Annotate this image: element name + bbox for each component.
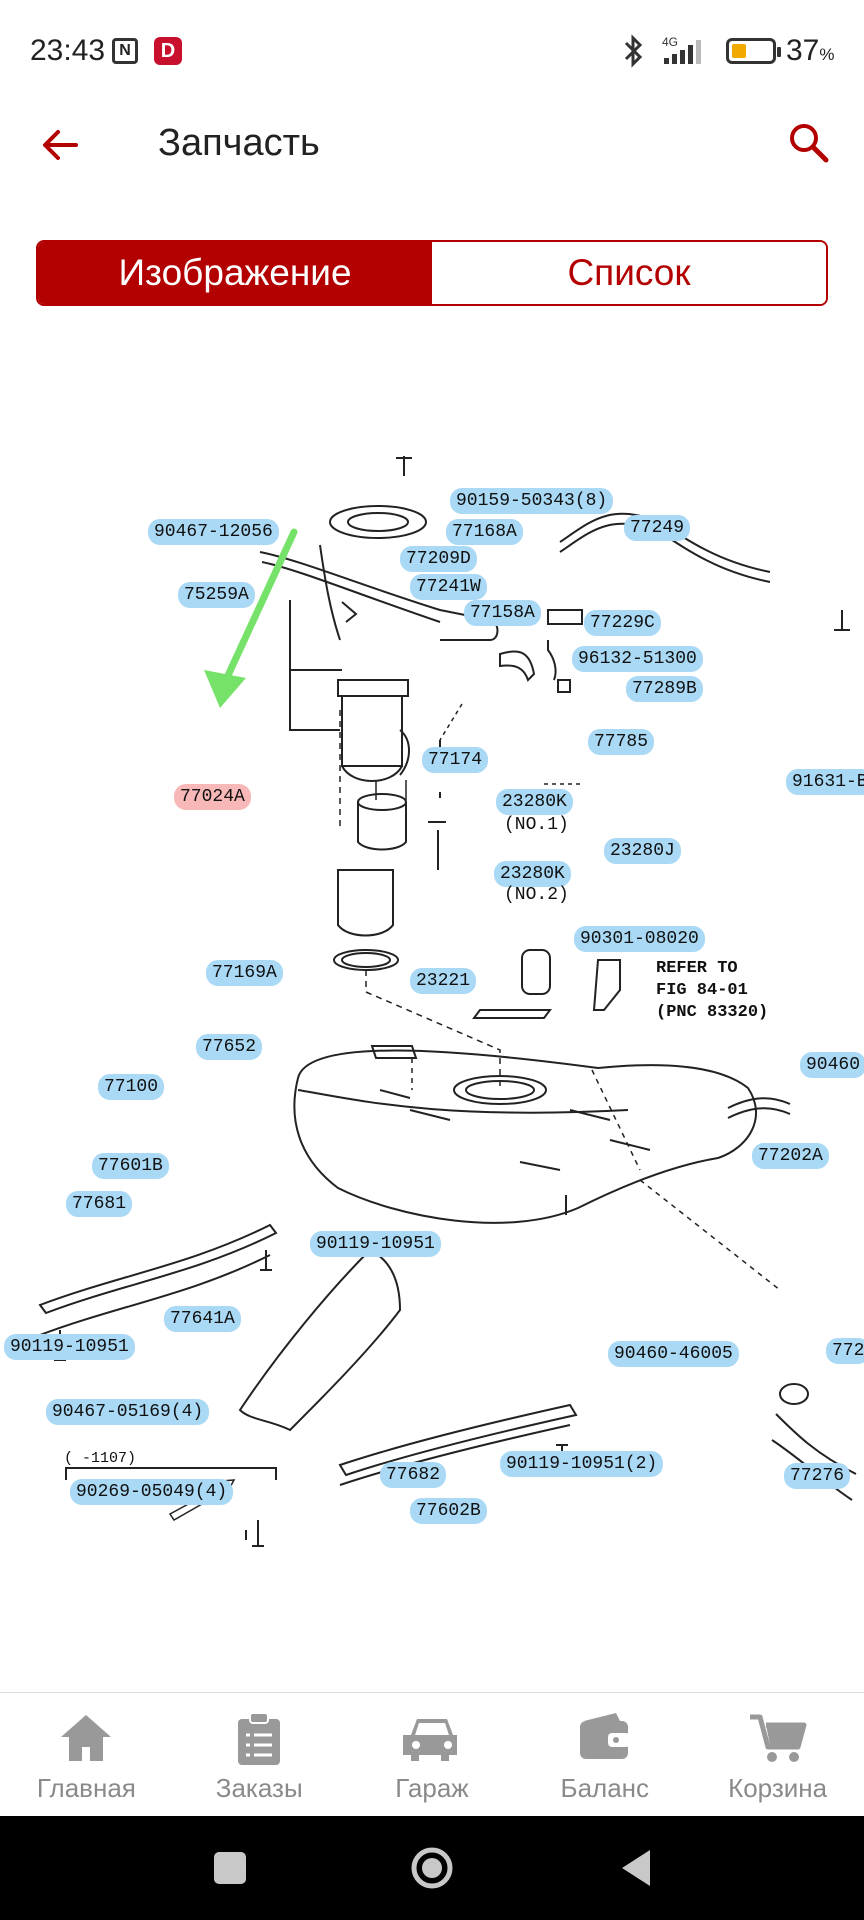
callout-77652[interactable]: 77652	[196, 1034, 263, 1060]
car-icon	[402, 1719, 457, 1761]
callout-77241w[interactable]: 77241W	[410, 574, 487, 600]
callout-23221[interactable]: 23221	[410, 968, 477, 994]
nav-item-garage[interactable]: Гараж	[346, 1693, 519, 1817]
clipboard-icon	[238, 1712, 281, 1765]
callout-23280k-1[interactable]: 23280K	[496, 789, 573, 815]
callout-90467-05169[interactable]: 90467-05169(4)	[46, 1399, 210, 1425]
callout-90119-10951-c[interactable]: 90119-10951(2)	[500, 1451, 664, 1477]
callout-90159-50343[interactable]: 90159-50343(8)	[450, 488, 614, 514]
cart-icon	[749, 1714, 807, 1762]
recents-button[interactable]	[214, 1852, 246, 1884]
tab-list[interactable]: Список	[432, 242, 826, 304]
callout-77785[interactable]: 77785	[588, 729, 655, 755]
callout-91631-b[interactable]: 91631-B	[786, 769, 864, 795]
app-badge-icon: D	[154, 37, 182, 65]
note-no2: (NO.2)	[504, 885, 569, 905]
nav-item-balance[interactable]: Баланс	[518, 1693, 691, 1817]
tab-image[interactable]: Изображение	[38, 242, 432, 304]
diagram-drawing	[38, 456, 857, 1547]
nfc-icon: N	[112, 38, 138, 64]
nav-label-cart: Корзина	[728, 1773, 828, 1803]
battery-fill	[732, 44, 746, 58]
wallet-icon	[579, 1713, 630, 1759]
back-button[interactable]	[616, 1846, 656, 1890]
callout-77024a[interactable]: 77024A	[174, 784, 251, 810]
bluetooth-icon	[624, 34, 643, 68]
search-icon[interactable]	[784, 118, 834, 168]
callout-77100[interactable]: 77100	[98, 1074, 165, 1100]
callout-90467-12056[interactable]: 90467-12056	[148, 519, 279, 545]
callout-77202a[interactable]: 77202A	[752, 1143, 829, 1169]
callout-77209d[interactable]: 77209D	[400, 546, 477, 572]
callout-77276[interactable]: 77276	[784, 1463, 851, 1489]
note-no1: (NO.1)	[504, 815, 569, 835]
status-bar: 23:43 N D 4G 37%	[0, 0, 864, 100]
nav-label-home: Главная	[36, 1773, 136, 1803]
callout-90119-10951-b[interactable]: 90119-10951	[4, 1334, 135, 1360]
app-bar: Запчасть	[0, 100, 864, 190]
battery-percent: 37%	[786, 34, 835, 67]
network-type: 4G	[662, 35, 678, 49]
callout-90460-46005[interactable]: 90460-46005	[608, 1341, 739, 1367]
callout-77249[interactable]: 77249	[624, 515, 691, 541]
bottom-navigation: Главная Заказы Гараж Баланс	[0, 1692, 864, 1817]
nav-label-balance: Баланс	[560, 1773, 650, 1803]
callout-772[interactable]: 772	[826, 1338, 864, 1364]
callout-77289b[interactable]: 77289B	[626, 676, 703, 702]
callout-96132-51300[interactable]: 96132-51300	[572, 646, 703, 672]
view-switch: Изображение Список	[36, 240, 828, 306]
callout-23280k-2[interactable]: 23280K	[494, 861, 571, 887]
parts-diagram: 90159-50343(8) 90467-12056 77168A 77249 …	[0, 450, 864, 1600]
refer-note: REFER TO FIG 84-01 (PNC 83320)	[656, 959, 769, 1022]
callout-75259a[interactable]: 75259A	[178, 582, 255, 608]
callout-77641a[interactable]: 77641A	[164, 1306, 241, 1332]
nav-label-orders: Заказы	[215, 1773, 303, 1803]
callout-77174[interactable]: 77174	[422, 747, 489, 773]
callout-90269-05049[interactable]: 90269-05049(4)	[70, 1479, 234, 1505]
callout-77229c[interactable]: 77229C	[584, 610, 661, 636]
nav-item-orders[interactable]: Заказы	[173, 1693, 346, 1817]
callout-23280j[interactable]: 23280J	[604, 838, 681, 864]
annotation-arrow	[204, 528, 298, 708]
callout-77158a[interactable]: 77158A	[464, 600, 541, 626]
status-time: 23:43	[30, 34, 106, 67]
nav-item-home[interactable]: Главная	[0, 1693, 173, 1817]
battery-icon	[726, 38, 781, 64]
callout-77601b[interactable]: 77601B	[92, 1153, 169, 1179]
home-button[interactable]	[410, 1846, 454, 1890]
callout-90460[interactable]: 90460	[800, 1052, 864, 1078]
callout-90301-08020[interactable]: 90301-08020	[574, 926, 705, 952]
callout-77682[interactable]: 77682	[380, 1462, 447, 1488]
callout-77602b[interactable]: 77602B	[410, 1498, 487, 1524]
nav-item-cart[interactable]: Корзина	[691, 1693, 864, 1817]
callout-77168a[interactable]: 77168A	[446, 519, 523, 545]
nav-label-garage: Гараж	[395, 1773, 469, 1803]
page-title: Запчасть	[158, 122, 320, 164]
callout-77681[interactable]: 77681	[66, 1191, 133, 1217]
signal-icon: 4G	[662, 35, 701, 64]
note-range: ( -1107)	[64, 1450, 137, 1467]
back-arrow-icon[interactable]	[36, 120, 86, 170]
callout-90119-10951-a[interactable]: 90119-10951	[310, 1231, 441, 1257]
callout-77169a[interactable]: 77169A	[206, 960, 283, 986]
home-icon	[61, 1715, 112, 1761]
